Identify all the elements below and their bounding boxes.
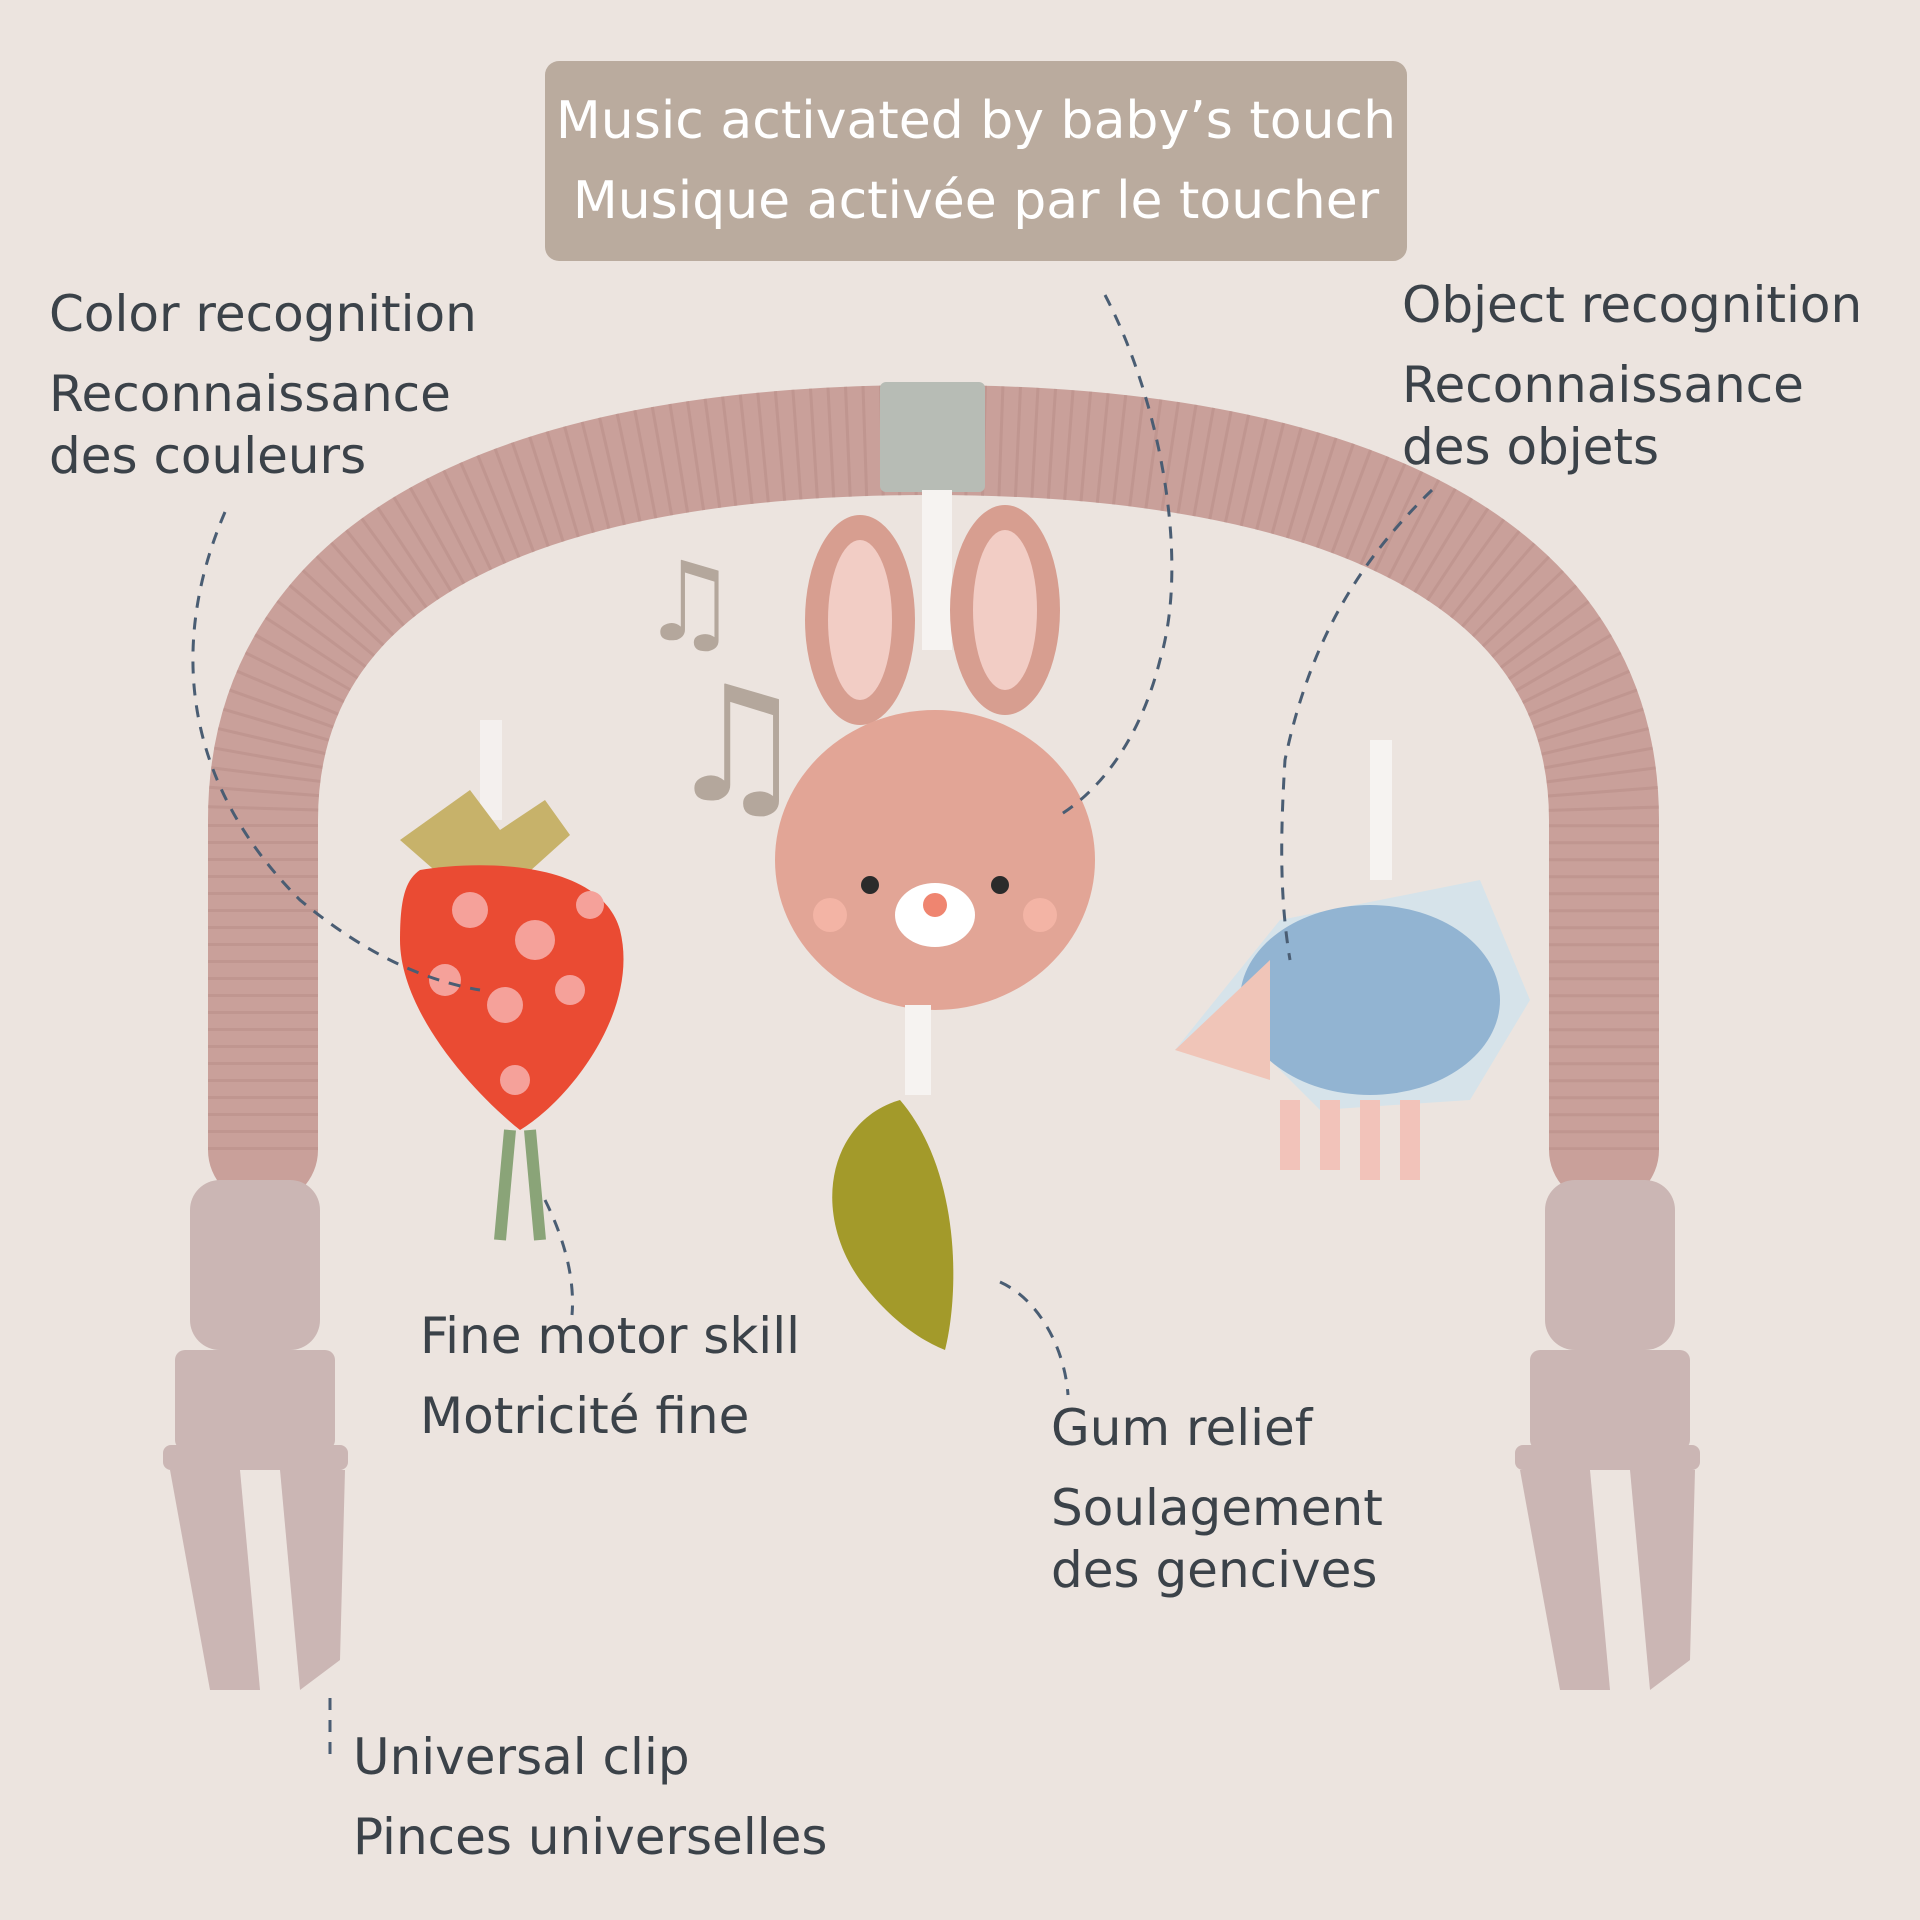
bunny-toy: [775, 490, 1095, 1095]
right-clip: [1515, 1180, 1700, 1690]
svg-text:♫: ♫: [640, 538, 739, 666]
banner-line-fr: Musique activée par le toucher: [572, 171, 1380, 231]
feature-fr: Motricité fine: [420, 1387, 750, 1445]
feature-en: Fine motor skill: [420, 1307, 800, 1365]
fine-motor-label: Fine motor skill Motricité fine: [420, 1305, 800, 1447]
connector-lines: [191, 294, 1434, 1760]
feature-fr: Pinces universelles: [353, 1808, 828, 1866]
feature-en: Object recognition: [1402, 276, 1863, 334]
leaf-teether: [832, 1100, 954, 1350]
feature-en: Universal clip: [353, 1728, 690, 1786]
universal-clip-label: Universal clip Pinces universelles: [353, 1726, 827, 1868]
feature-fr-line1: Reconnaissance: [49, 365, 451, 423]
banner-line-en: Music activated by baby’s touch: [555, 91, 1397, 151]
music-feature-banner: Music activated by baby’s touch Musique …: [545, 61, 1407, 261]
feature-fr-line2: des couleurs: [49, 427, 367, 485]
feature-fr-line1: Reconnaissance: [1402, 356, 1804, 414]
arch-band: [880, 382, 985, 492]
feature-en: Color recognition: [49, 285, 477, 343]
feature-fr-line2: des gencives: [1051, 1541, 1378, 1599]
left-clip: [163, 1180, 348, 1690]
feature-fr-line1: Soulagement: [1051, 1479, 1383, 1537]
feature-fr-line2: des objets: [1402, 418, 1660, 476]
feature-en: Gum relief: [1051, 1399, 1313, 1457]
music-notes-icon: ♫ ♫: [640, 538, 808, 838]
hedgehog-toy: [1175, 740, 1530, 1180]
strawberry-toy: [400, 720, 624, 1241]
svg-text:♫: ♫: [665, 651, 808, 838]
